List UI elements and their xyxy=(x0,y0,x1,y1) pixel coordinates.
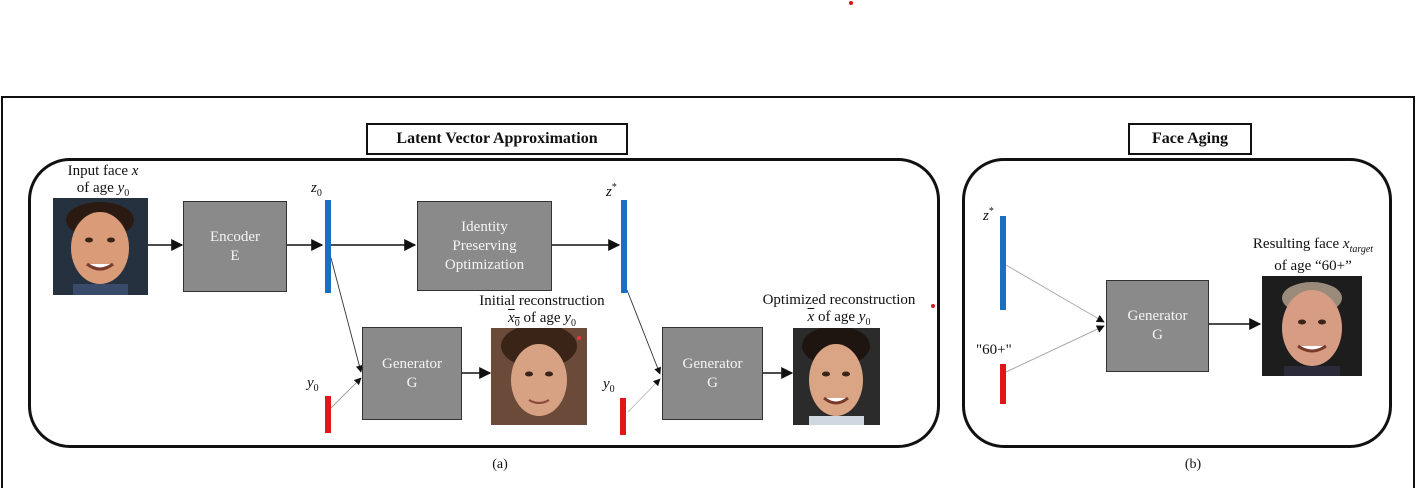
arrow-y0-2-to-generator2 xyxy=(627,378,661,413)
generator-b-symbol: G xyxy=(1152,327,1163,343)
encoder-symbol: E xyxy=(230,247,240,264)
optimized-reconstruction-image xyxy=(793,328,880,425)
identity-line1: Identity xyxy=(461,218,508,235)
zstar-label-b: z* xyxy=(983,206,994,224)
panel-b-box xyxy=(962,158,1392,448)
generator-block-1: Generator G xyxy=(362,327,462,420)
zstar-vector-b xyxy=(1000,216,1006,310)
age-label-b: "60+" xyxy=(976,342,1012,358)
panel-b-caption: (b) xyxy=(1184,457,1202,472)
z0-label: z0 xyxy=(311,180,322,199)
generator2-label: Generator xyxy=(682,355,743,372)
zstar-vector xyxy=(621,200,627,293)
identity-line2: Preserving xyxy=(452,237,517,254)
optimized-reconstruction-caption: Optimized reconstruction x of age y0 xyxy=(762,292,916,328)
y0-label-1: y0 xyxy=(307,375,319,394)
y0-label-2: y0 xyxy=(603,376,615,395)
stray-dot xyxy=(849,1,853,5)
age-vector-b xyxy=(1000,364,1006,404)
identity-preserving-block: Identity Preserving Optimization xyxy=(417,201,552,291)
panel-a-caption: (a) xyxy=(492,457,508,472)
resulting-face-caption: Resulting face xtarget of age “60+” xyxy=(1252,236,1374,274)
input-face-caption: Input face x of age y0 xyxy=(67,163,139,199)
arrow-age-to-generator xyxy=(1005,325,1105,373)
arrow-z0-to-generator1 xyxy=(330,257,363,373)
input-face-image xyxy=(53,198,148,295)
panel-b-title: Face Aging xyxy=(1128,123,1252,155)
generator2-symbol: G xyxy=(707,374,718,391)
y0-vector-2 xyxy=(620,398,626,435)
initial-reconstruction-image xyxy=(491,328,587,425)
arrow-y0-to-generator1 xyxy=(330,377,362,409)
y0-vector-1 xyxy=(325,396,331,433)
panel-a-box xyxy=(28,158,940,448)
panel-a-title: Latent Vector Approximation xyxy=(366,123,628,155)
resulting-face-image xyxy=(1262,276,1362,376)
generator1-symbol: G xyxy=(406,374,418,391)
stray-dot-2 xyxy=(931,304,935,308)
generator-block-b: Generator G xyxy=(1106,280,1209,372)
input-face-var: x xyxy=(131,163,139,179)
initial-reconstruction-caption: Initial reconstruction x0 of age y0 xyxy=(479,293,605,329)
generator1-label: Generator xyxy=(382,355,442,372)
z0-vector xyxy=(325,200,331,293)
zstar-label: z* xyxy=(606,182,617,200)
encoder-block: Encoder E xyxy=(183,201,287,292)
identity-line3: Optimization xyxy=(444,256,525,273)
generator-block-2: Generator G xyxy=(662,327,763,420)
arrow-zstar-to-generator2 xyxy=(626,289,661,375)
arrow-zstar-b-to-generator xyxy=(1005,264,1105,323)
outer-frame xyxy=(1,96,1415,488)
encoder-label: Encoder xyxy=(210,228,260,245)
generator-b-label: Generator xyxy=(1127,308,1188,324)
